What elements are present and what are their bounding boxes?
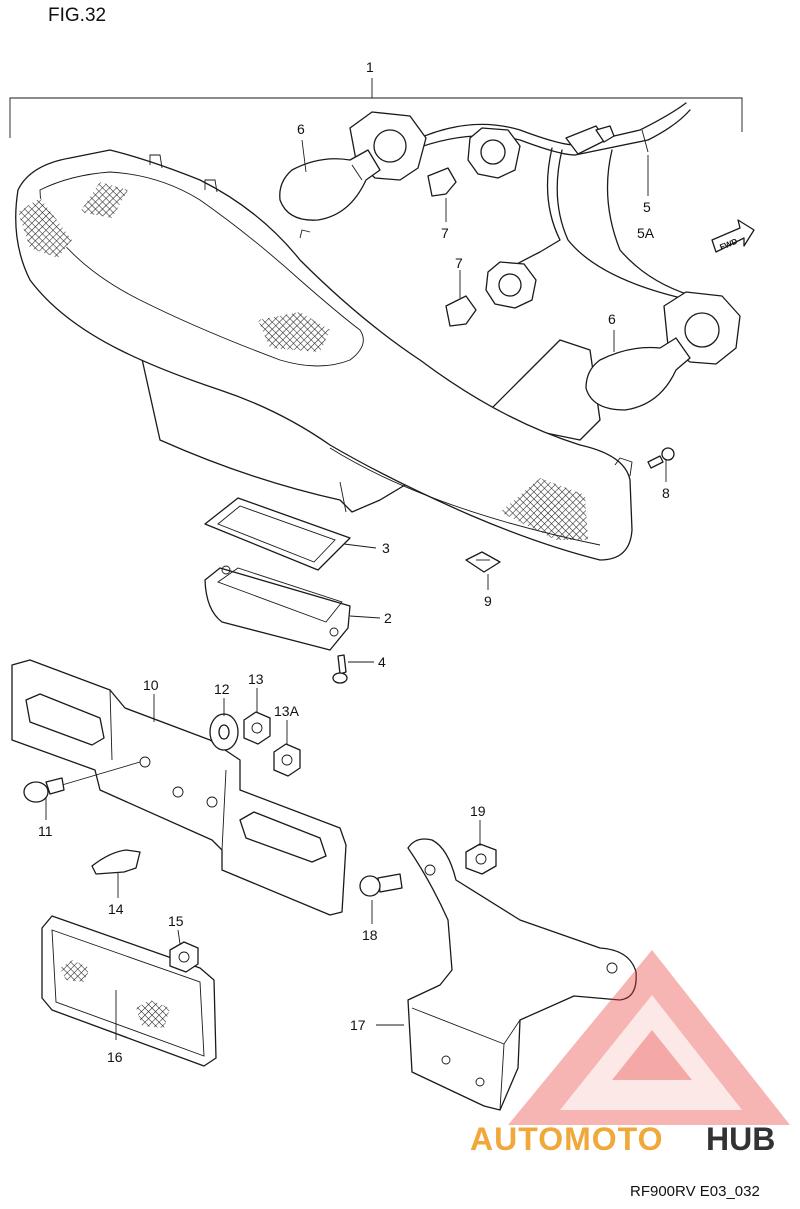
callout-17: 17 [350,1017,366,1033]
callout-7-lower: 7 [455,255,463,271]
screw-4 [332,654,348,684]
washer-12 [209,713,239,751]
callout-4: 4 [378,654,386,670]
callout-2: 2 [384,610,392,626]
bracket-17 [407,838,637,1111]
harness-connector [565,125,615,155]
bulb-socket-middle [485,261,537,309]
callout-6-upper: 6 [297,121,305,137]
callout-16: 15 [168,913,184,929]
callout-11: 11 [38,823,53,839]
reflector-15 [41,915,217,1067]
bolt-11 [23,761,141,803]
watermark-text-hub: HUB [706,1121,775,1157]
callout-13: 13 [248,671,264,687]
nut-19 [465,843,497,875]
callout-15: 16 [107,1049,123,1065]
callout-3: 3 [382,540,390,556]
stop-tail-bulb-upper [279,149,381,221]
callout-14: 14 [108,901,124,917]
reflector-clip-14 [91,849,141,875]
callout-13a: 13A [274,703,300,719]
callout-7-upper: 7 [441,225,449,241]
wedge-bulb-lower [445,295,477,327]
gasket-3 [204,497,351,571]
license-plate-bracket-10 [11,659,347,916]
nut-clip-9 [465,551,501,573]
callout-5a: 5A [637,225,655,241]
bulb-socket-lower-right [663,291,741,365]
callout-19: 19 [470,803,486,819]
automotohub-watermark [508,950,790,1125]
license-lamp-housing-2 [204,565,351,651]
callout-18: 18 [362,927,378,943]
callout-12: 12 [214,681,230,697]
assembly-bracket [9,78,743,138]
nut-16 [169,941,199,973]
forward-direction-arrow: FWD [711,219,755,253]
callout-6-lower: 6 [608,311,616,327]
screw-8 [647,447,675,469]
callout-1: 1 [366,59,374,75]
figure-title: FIG.32 [48,5,106,26]
wedge-bulb-upper [427,167,457,197]
callout-9: 9 [484,593,492,609]
leader-lines [45,139,667,1040]
callout-5: 5 [643,199,651,215]
callout-10: 10 [143,677,159,693]
watermark-text-automoto: AUTOMOTO [470,1121,663,1157]
nut-13a [273,743,301,777]
stop-tail-bulb-lower [585,337,691,411]
nut-13 [243,711,271,745]
tail-light-housing [15,149,633,561]
bulb-socket-upper-middle [467,127,521,179]
bolt-18 [359,873,403,897]
figure-code: RF900RV E03_032 [630,1183,760,1200]
callout-8: 8 [662,485,670,501]
callout-labels: 1 6 7 7 5 5A 6 8 3 9 2 4 10 12 13 13A 11… [38,59,670,1065]
